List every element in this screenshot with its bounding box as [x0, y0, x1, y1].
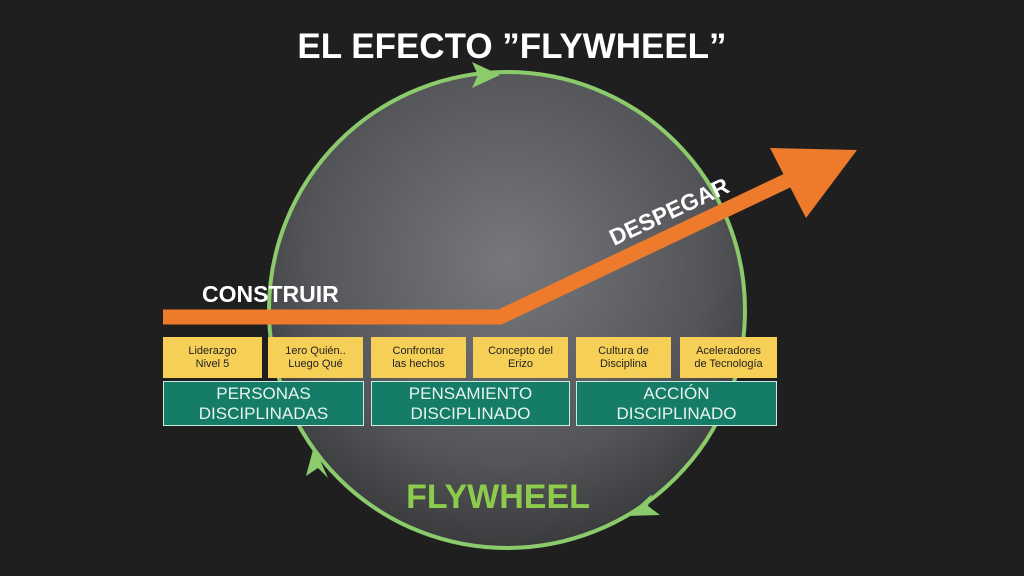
stage-box: PENSAMIENTO DISCIPLINADO — [371, 381, 570, 426]
growth-arrowhead-icon — [770, 148, 857, 218]
circle-arrow-bottom-right-icon — [628, 494, 660, 516]
title: EL EFECTO ”FLYWHEEL” — [297, 27, 726, 66]
circle-arrow-left-icon — [306, 446, 328, 478]
stage-box: ACCIÓN DISCIPLINADO — [576, 381, 777, 426]
growth-arrow-line — [163, 158, 824, 325]
circle-arrow-top-icon — [472, 62, 500, 88]
principle-box: Concepto del Erizo — [473, 337, 568, 378]
principle-box: Cultura de Disciplina — [576, 337, 671, 378]
principle-box: Aceleradores de Tecnología — [680, 337, 777, 378]
stage-box: PERSONAS DISCIPLINADAS — [163, 381, 364, 426]
construir-label: CONSTRUIR — [202, 281, 339, 307]
principle-box: Confrontar las hechos — [371, 337, 466, 378]
flywheel-label: FLYWHEEL — [406, 478, 590, 516]
principle-box: 1ero Quién.. Luego Qué — [268, 337, 363, 378]
principle-box: Liderazgo Nivel 5 — [163, 337, 262, 378]
